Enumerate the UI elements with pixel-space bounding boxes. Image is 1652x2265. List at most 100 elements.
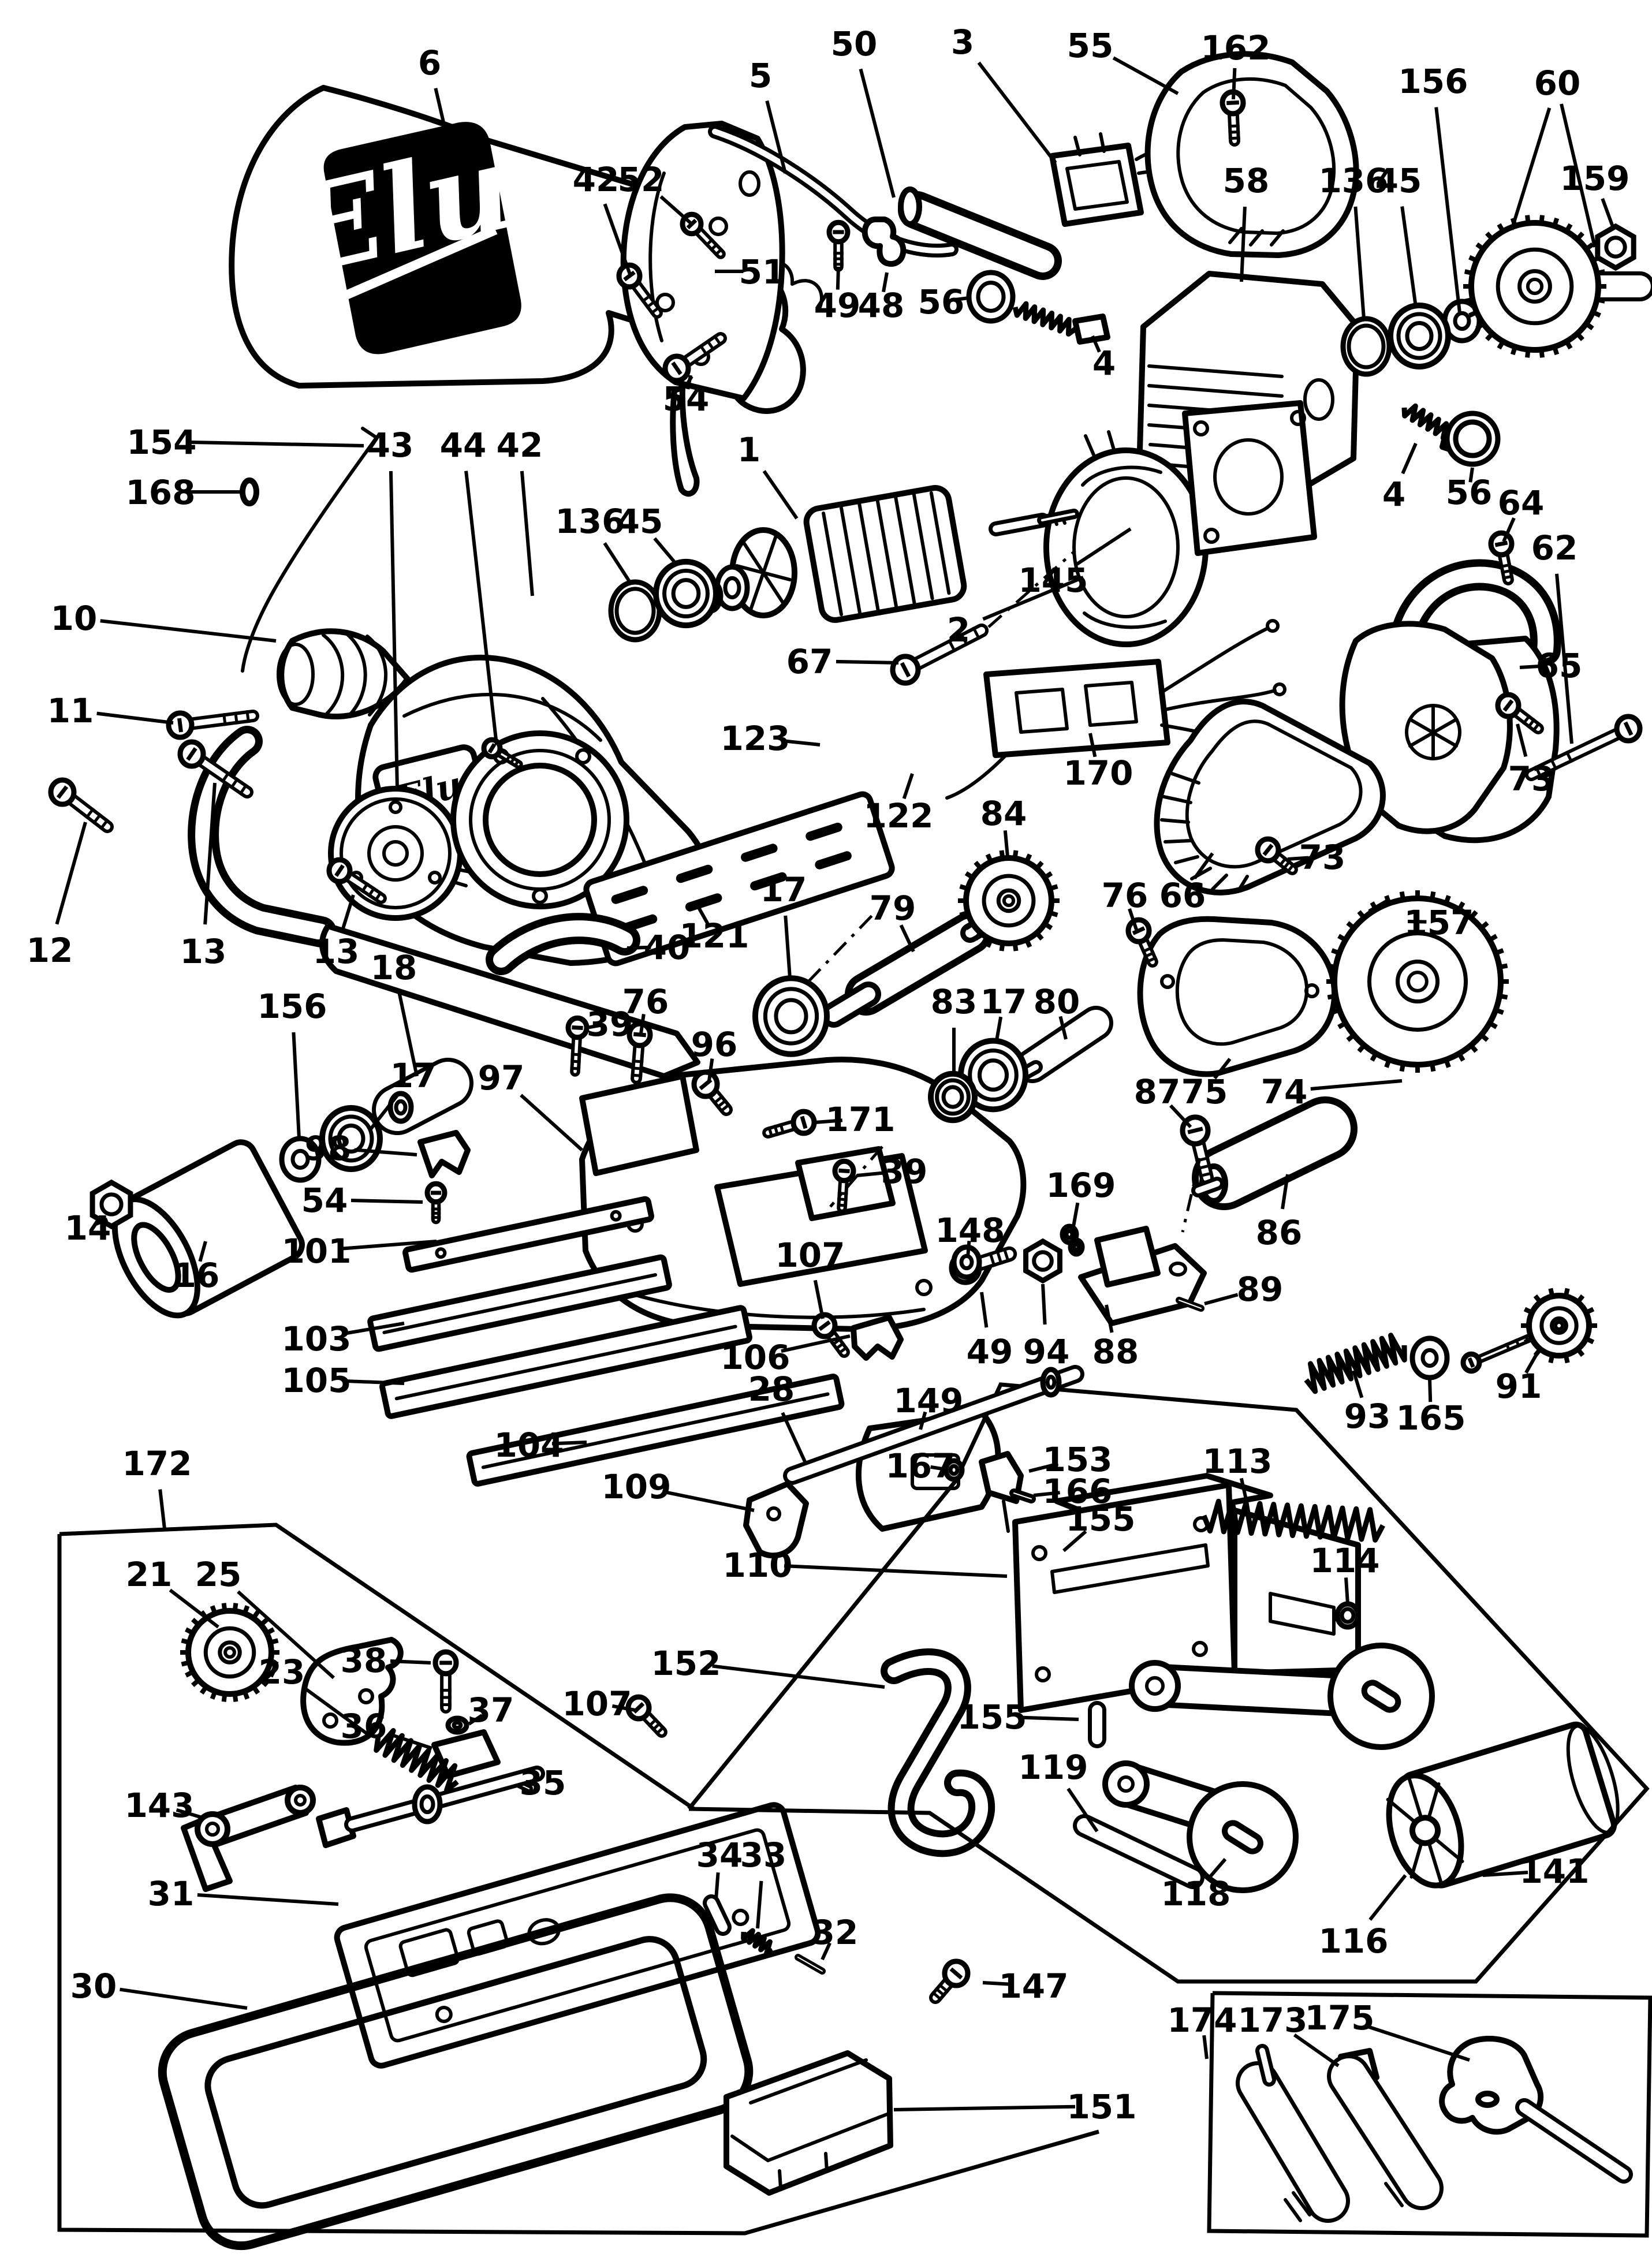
base-frame-31	[334, 1802, 821, 2069]
group-141	[687, 1382, 1650, 1984]
leader-96	[707, 1058, 714, 1081]
part-label-5: 5	[749, 56, 772, 95]
leader-39	[586, 1023, 601, 1029]
part-label-36: 36	[341, 1707, 387, 1746]
part-label-38: 38	[341, 1641, 387, 1680]
leader-2	[982, 576, 1084, 621]
part-label-18: 18	[371, 948, 417, 987]
part-label-148: 148	[935, 1211, 1005, 1250]
pin-166	[1009, 1488, 1036, 1503]
lever-rod-28	[743, 1481, 809, 1559]
end-frame-145	[1182, 400, 1317, 556]
leader-67	[836, 659, 899, 665]
pin-89	[1176, 1297, 1204, 1312]
leader-73	[1287, 856, 1309, 861]
leader-101	[342, 1240, 437, 1251]
leader-159	[1601, 197, 1616, 231]
part-label-175: 175	[1304, 1998, 1374, 2038]
part-label-149: 149	[893, 1381, 963, 1420]
belt-guard-40	[486, 913, 640, 975]
pin-174-top	[1255, 2044, 1276, 2087]
screw-49a	[826, 219, 851, 272]
clip-114	[1334, 1601, 1361, 1630]
brush-flag-4a	[1072, 314, 1110, 345]
part-label-96: 96	[691, 1025, 738, 1064]
part-label-67: 67	[786, 642, 833, 681]
part-label-51: 51	[739, 252, 786, 292]
leader-50	[859, 68, 896, 198]
leader-118	[1206, 1858, 1227, 1881]
leader-73	[1516, 723, 1528, 758]
leader-74	[1310, 1079, 1403, 1091]
part-label-60: 60	[1534, 64, 1581, 103]
deflector-151	[724, 2050, 893, 2196]
armature-1	[729, 485, 1066, 623]
bracket-88	[1078, 1226, 1207, 1326]
part-label-76: 76	[622, 982, 669, 1021]
part-label-28: 28	[748, 1370, 795, 1409]
bar-173	[1327, 2054, 1444, 2210]
armature-thread	[1037, 509, 1079, 525]
leader-28	[781, 1412, 808, 1465]
part-label-6: 6	[418, 43, 441, 83]
leader-42	[520, 471, 534, 596]
screw-91	[1460, 1333, 1536, 1374]
spring-93	[1304, 1333, 1407, 1394]
part-label-2: 2	[947, 610, 970, 650]
leader-114	[1344, 1577, 1349, 1604]
leader-10	[100, 619, 277, 643]
screw-38	[432, 1649, 459, 1714]
part-label-93: 93	[1344, 1397, 1391, 1436]
screw-147	[929, 1958, 971, 2004]
spring-4a	[1012, 301, 1077, 337]
leader-76	[639, 1013, 646, 1034]
bearing-83	[928, 1070, 978, 1124]
washer-arm1	[714, 564, 750, 611]
part-label-155: 155	[957, 1697, 1027, 1737]
leader-6	[434, 88, 453, 158]
part-label-103: 103	[281, 1319, 351, 1359]
leader-62	[1555, 573, 1573, 744]
nut-159	[1595, 223, 1636, 271]
bolt-171	[762, 1109, 817, 1139]
washer-167	[943, 1458, 965, 1482]
leader-43	[389, 471, 399, 790]
screw-12	[48, 777, 114, 833]
leader-173	[1293, 2033, 1340, 2068]
leader-113	[1239, 1477, 1249, 1505]
part-label-84: 84	[980, 794, 1027, 833]
part-label-56: 56	[1446, 473, 1493, 512]
part-label-162: 162	[1200, 28, 1270, 68]
handle-half-55	[1144, 51, 1359, 258]
part-label-50: 50	[831, 24, 878, 64]
leader-106	[781, 1334, 851, 1353]
leader-147	[982, 1981, 1013, 1986]
leader-14	[95, 1218, 109, 1226]
part-label-30: 30	[70, 1967, 117, 2006]
leader-122	[902, 773, 914, 800]
leader-97	[520, 1094, 584, 1152]
part-label-110: 110	[722, 1546, 792, 1585]
part-label-136: 136	[555, 502, 625, 541]
pulley-17a	[752, 975, 830, 1057]
leader-155	[1018, 1715, 1079, 1721]
gear-84	[958, 850, 1060, 951]
leader-94	[1041, 1283, 1047, 1325]
collar-143	[412, 1784, 443, 1824]
leader-37	[468, 1714, 483, 1726]
wedge-98	[417, 1130, 471, 1178]
part-label-21: 21	[126, 1555, 173, 1594]
leader-123	[781, 738, 821, 747]
leader-169	[1071, 1202, 1080, 1230]
leader-5	[765, 100, 787, 174]
leader-91	[1524, 1352, 1539, 1374]
part-label-13: 13	[313, 932, 360, 971]
part-label-42: 42	[497, 426, 543, 465]
leader-38	[390, 1659, 431, 1665]
leader-84	[1003, 830, 1009, 857]
pulley-91	[1521, 1288, 1597, 1364]
tool-box	[1207, 1991, 1652, 2238]
screw-64	[1488, 530, 1515, 585]
leader-107	[611, 1704, 636, 1712]
part-label-171: 171	[825, 1100, 895, 1139]
